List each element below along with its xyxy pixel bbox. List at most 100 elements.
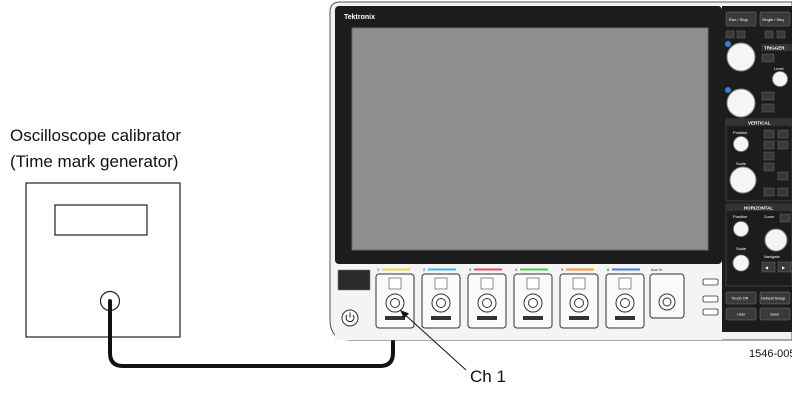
save-button[interactable]	[759, 307, 791, 321]
channel-4-number: 4	[515, 267, 518, 272]
channel-2-number: 2	[423, 267, 426, 272]
user-button[interactable]	[725, 307, 757, 321]
calibrator-title-line1: Oscilloscope calibrator	[10, 126, 181, 145]
trigger-button[interactable]	[761, 91, 775, 101]
arrow-right-icon: ▶	[782, 265, 786, 270]
ch1-callout-line	[401, 311, 467, 371]
horizontal-section-title: HORIZONTAL	[744, 206, 773, 211]
channel-select-button[interactable]	[763, 151, 775, 161]
trigger-level-knob[interactable]	[772, 71, 788, 87]
ch1-callout-label: Ch 1	[470, 367, 506, 386]
knob-a-indicator-icon	[725, 41, 731, 47]
channel-4-probe-contacts	[523, 316, 543, 320]
navigate-right-button[interactable]	[777, 261, 792, 273]
default-setup-label: Default Setup	[761, 296, 786, 301]
channel-5-bnc-center	[574, 298, 584, 308]
small-button[interactable]	[764, 30, 774, 39]
usb-port[interactable]	[702, 278, 719, 286]
math-ref-bus-button[interactable]	[763, 187, 775, 197]
single-seq-button[interactable]	[759, 11, 791, 27]
trigger-section-header	[761, 44, 792, 51]
calibrator-display	[54, 204, 148, 236]
trigger-level-label: Level	[774, 66, 784, 71]
navigate-label: Navigate	[764, 254, 781, 259]
user-label: User	[737, 312, 746, 317]
single-seq-label: Single / Seq	[762, 17, 784, 22]
ch1-callout-arrowhead	[400, 310, 409, 319]
usb-port[interactable]	[702, 308, 719, 316]
vertical-section-title: VERTICAL	[748, 121, 771, 126]
channel-3-input[interactable]: 3	[467, 267, 507, 329]
small-button[interactable]	[725, 30, 735, 39]
channel-2-probe-contacts	[431, 316, 451, 320]
multipurpose-knob-b[interactable]	[726, 88, 756, 118]
vertical-scale-label: Scale	[736, 161, 747, 166]
math-ref-bus-button[interactable]	[777, 187, 789, 197]
channel-5-probe-contacts	[569, 316, 589, 320]
channel-select-button[interactable]	[763, 129, 775, 139]
channel-6-input[interactable]: 6	[605, 267, 645, 329]
vertical-scale-knob[interactable]	[729, 166, 757, 194]
run-stop-label: Run / Stop	[729, 17, 749, 22]
channel-6-number: 6	[607, 267, 610, 272]
calibrator-title-line2: (Time mark generator)	[10, 152, 178, 171]
channel-1-probe-contacts	[385, 316, 405, 320]
touch-off-button[interactable]	[725, 291, 757, 305]
channel-select-button[interactable]	[763, 140, 775, 150]
figure-id: 1546-005	[749, 348, 792, 360]
channel-5-probe-interface	[572, 277, 586, 290]
trigger-button[interactable]	[761, 53, 775, 63]
channel-select-button[interactable]	[777, 129, 789, 139]
channel-1-probe-interface	[388, 277, 402, 290]
channel-3-number: 3	[469, 267, 472, 272]
power-button[interactable]	[341, 309, 359, 327]
trigger-button[interactable]	[761, 103, 775, 113]
multipurpose-knob-a[interactable]	[726, 42, 756, 72]
save-label: Save	[770, 312, 780, 317]
channel-4-input[interactable]: 4	[513, 267, 553, 329]
brand-logo: Tektronix	[344, 14, 375, 21]
display-screen	[351, 27, 709, 251]
channel-2-probe-interface	[434, 277, 448, 290]
arrow-left-icon: ◀	[765, 265, 769, 270]
horizontal-section-header	[726, 204, 792, 211]
navigate-left-button[interactable]	[761, 261, 776, 273]
vertical-position-knob[interactable]	[733, 136, 749, 152]
channel-4-bnc-center	[528, 298, 538, 308]
calibration-cable	[108, 299, 395, 368]
aux-in-bnc-center	[662, 297, 672, 307]
channel-2-input[interactable]: 2	[421, 267, 461, 329]
channel-1-input[interactable]: 1	[375, 267, 415, 329]
vertical-position-label: Position	[733, 130, 747, 135]
channel-inputs: 1 2 3 4 5 6	[375, 267, 645, 329]
navigate-knob[interactable]	[764, 228, 788, 252]
channel-6-bnc-center	[620, 298, 630, 308]
knob-b-indicator-icon	[725, 87, 731, 93]
small-button[interactable]	[736, 30, 746, 39]
channel-select-button[interactable]	[763, 162, 775, 172]
channel-3-bnc-center	[482, 298, 492, 308]
run-stop-button[interactable]	[725, 11, 757, 27]
channel-5-input[interactable]: 5	[559, 267, 599, 329]
channel-select-button[interactable]	[777, 140, 789, 150]
default-setup-button[interactable]	[759, 291, 791, 305]
small-button[interactable]	[776, 30, 786, 39]
zoom-button[interactable]	[779, 213, 791, 223]
channel-5-number: 5	[561, 267, 564, 272]
vertical-section-header	[726, 119, 792, 126]
horizontal-position-knob[interactable]	[733, 221, 749, 237]
horizontal-scale-knob[interactable]	[732, 254, 750, 272]
channel-1-bnc-center	[390, 298, 400, 308]
math-ref-bus-button[interactable]	[777, 171, 789, 181]
channel-4-probe-interface	[526, 277, 540, 290]
channel-2-bnc-center	[436, 298, 446, 308]
channel-1-number: 1	[377, 267, 380, 272]
power-icon	[345, 314, 355, 323]
usb-port[interactable]	[702, 295, 719, 303]
horizontal-position-label: Position	[733, 214, 747, 219]
channel-3-probe-interface	[480, 277, 494, 290]
horizontal-scale-label: Scale	[736, 246, 747, 251]
channel-6-probe-contacts	[615, 316, 635, 320]
zoom-label: Zoom	[764, 214, 775, 219]
